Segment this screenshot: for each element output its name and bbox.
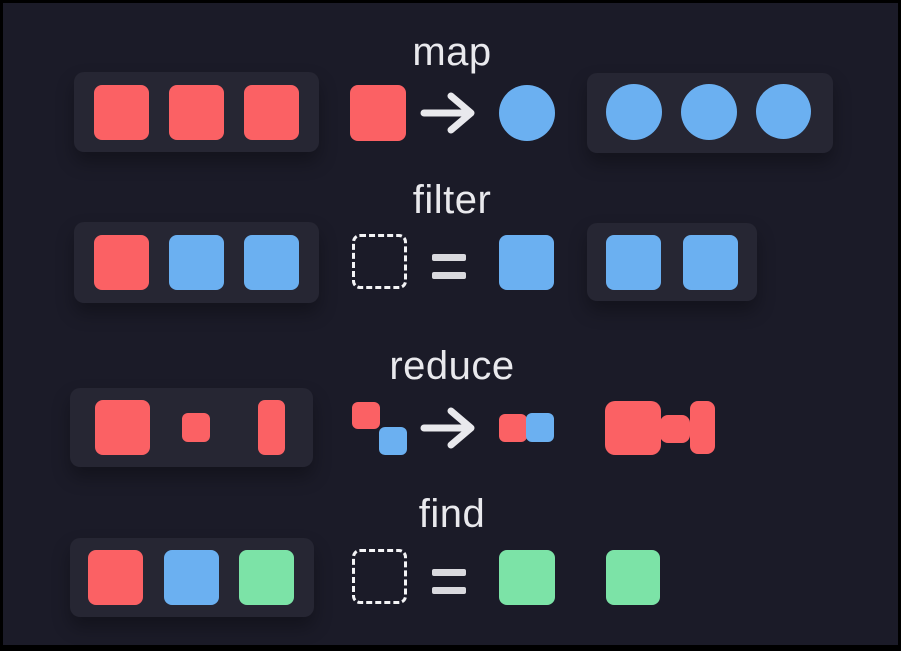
find-equals-icon-top [432, 569, 466, 576]
map-input-red-square-3 [244, 85, 299, 140]
reduce-operand-red-square [352, 402, 380, 429]
find-input-red-square [88, 550, 143, 605]
map-arrow-icon [420, 91, 482, 135]
filter-input-blue-square-2 [244, 235, 299, 290]
reduce-input-tall-red-rect [258, 400, 285, 455]
reduce-arrow-icon [420, 406, 482, 450]
reduce-operand-blue-square [379, 427, 407, 455]
filter-input-blue-square-1 [169, 235, 224, 290]
filter-equals-icon-top [432, 254, 466, 261]
map-output-blue-circle-1 [606, 84, 662, 140]
find-equals-icon-bottom [432, 587, 466, 594]
reduce-output-tall-red-rect [690, 401, 715, 454]
filter-criterion-blue-square [499, 235, 554, 290]
reduce-combined-red-square [499, 414, 527, 442]
reduce-input-small-red-square [182, 413, 210, 442]
find-input-blue-square [164, 550, 219, 605]
filter-input-red-square [94, 235, 149, 290]
map-output-blue-circle-2 [681, 84, 737, 140]
reduce-output-connector [660, 415, 690, 443]
find-criterion-green-square [499, 550, 555, 605]
filter-output-blue-square-1 [606, 235, 661, 290]
section-title-reduce: reduce [389, 344, 515, 388]
find-output-green-square [606, 550, 660, 605]
reduce-output-big-red-square [605, 401, 661, 455]
map-input-red-square-1 [94, 85, 149, 140]
map-result-blue-circle [499, 85, 555, 141]
map-operand-red-square [350, 85, 406, 141]
map-output-blue-circle-3 [756, 84, 811, 139]
filter-equals-icon-bottom [432, 272, 466, 279]
filter-placeholder-dashed-square [352, 234, 407, 289]
map-input-red-square-2 [169, 85, 224, 140]
section-title-map: map [412, 30, 492, 74]
find-placeholder-dashed-square [352, 549, 407, 604]
section-title-find: find [418, 492, 486, 536]
filter-output-blue-square-2 [683, 235, 738, 290]
find-input-green-square [239, 550, 294, 605]
section-title-filter: filter [412, 178, 492, 222]
reduce-combined-blue-square [526, 413, 554, 442]
reduce-input-large-red-square [95, 400, 150, 455]
